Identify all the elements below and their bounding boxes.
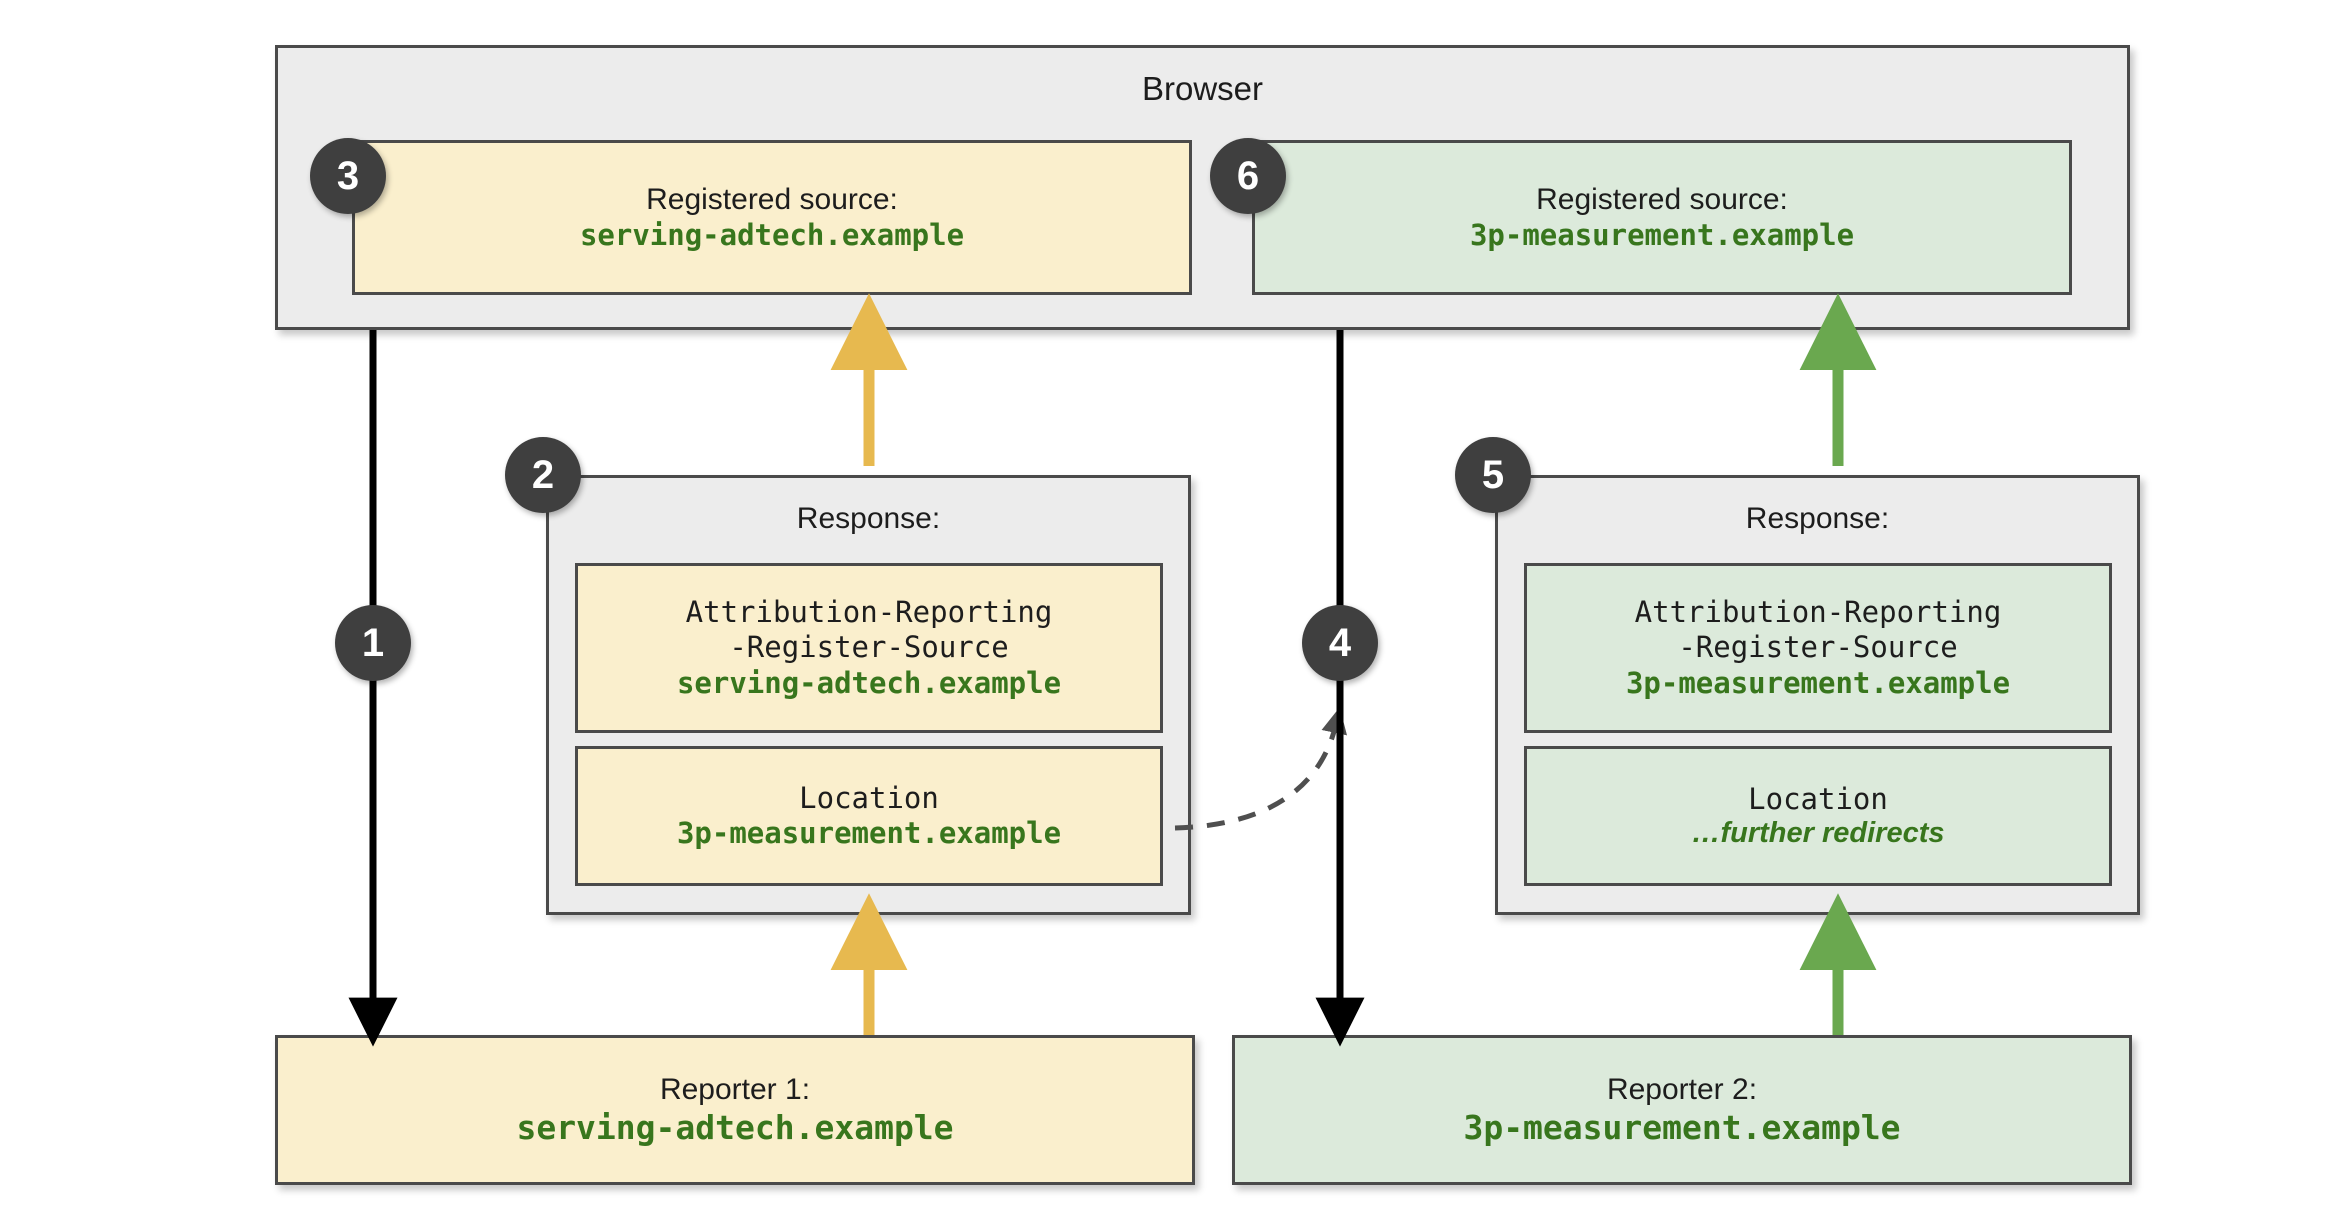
- response-right-header1-value: 3p-measurement.example: [1625, 665, 2011, 700]
- response-left-header2-name: Location: [799, 780, 939, 815]
- step-badge-5: 5: [1455, 437, 1531, 513]
- response-left-header1-value: serving-adtech.example: [676, 665, 1062, 700]
- response-right-header-register-source: Attribution-Reporting -Register-Source 3…: [1524, 563, 2112, 733]
- step-badge-6: 6: [1210, 138, 1286, 214]
- response-right-header1-name-line2: -Register-Source: [1678, 630, 1958, 665]
- reporter-2-heading: Reporter 2:: [1606, 1073, 1758, 1107]
- registered-source-right: Registered source: 3p-measurement.exampl…: [1252, 140, 2072, 295]
- step-badge-3: 3: [310, 138, 386, 214]
- step-badge-4: 4: [1302, 605, 1378, 681]
- response-right-header2-name: Location: [1748, 781, 1888, 816]
- response-left-heading: Response:: [796, 502, 941, 535]
- registered-source-left-value: serving-adtech.example: [579, 217, 965, 252]
- response-left-header-location: Location 3p-measurement.example: [575, 746, 1163, 886]
- response-panel-left: Response: Attribution-Reporting -Registe…: [546, 475, 1191, 915]
- registered-source-right-heading: Registered source:: [1536, 183, 1788, 217]
- response-left-header1-name-line2: -Register-Source: [729, 630, 1009, 665]
- registered-source-left: Registered source: serving-adtech.exampl…: [352, 140, 1192, 295]
- step-badge-2-label: 2: [531, 452, 555, 497]
- step-badge-1: 1: [335, 605, 411, 681]
- response-right-header2-value: …further redirects: [1691, 817, 1945, 850]
- reporter-2-value: 3p-measurement.example: [1463, 1107, 1901, 1147]
- response-left-header1-name-line1: Attribution-Reporting: [685, 594, 1053, 629]
- step-badge-3-label: 3: [336, 153, 360, 198]
- response-right-header1-name-line1: Attribution-Reporting: [1634, 594, 2002, 629]
- reporter-1-box: Reporter 1: serving-adtech.example: [275, 1035, 1195, 1185]
- response-left-header-register-source: Attribution-Reporting -Register-Source s…: [575, 563, 1163, 733]
- reporter-1-value: serving-adtech.example: [516, 1107, 954, 1147]
- response-panel-right: Response: Attribution-Reporting -Registe…: [1495, 475, 2140, 915]
- browser-title: Browser: [1141, 70, 1264, 107]
- registered-source-left-heading: Registered source:: [646, 183, 898, 217]
- step-badge-1-label: 1: [361, 620, 385, 665]
- registered-source-right-value: 3p-measurement.example: [1469, 217, 1855, 252]
- arrow-step-4-dashed: [1174, 707, 1348, 831]
- reporter-2-box: Reporter 2: 3p-measurement.example: [1232, 1035, 2132, 1185]
- step-badge-4-label: 4: [1328, 620, 1352, 665]
- step-badge-5-label: 5: [1481, 452, 1505, 497]
- response-left-header2-value: 3p-measurement.example: [676, 816, 1062, 850]
- response-right-header-location: Location …further redirects: [1524, 746, 2112, 886]
- reporter-1-heading: Reporter 1:: [659, 1073, 811, 1107]
- step-badge-2: 2: [505, 437, 581, 513]
- response-right-heading: Response:: [1745, 502, 1890, 535]
- step-badge-6-label: 6: [1236, 153, 1260, 198]
